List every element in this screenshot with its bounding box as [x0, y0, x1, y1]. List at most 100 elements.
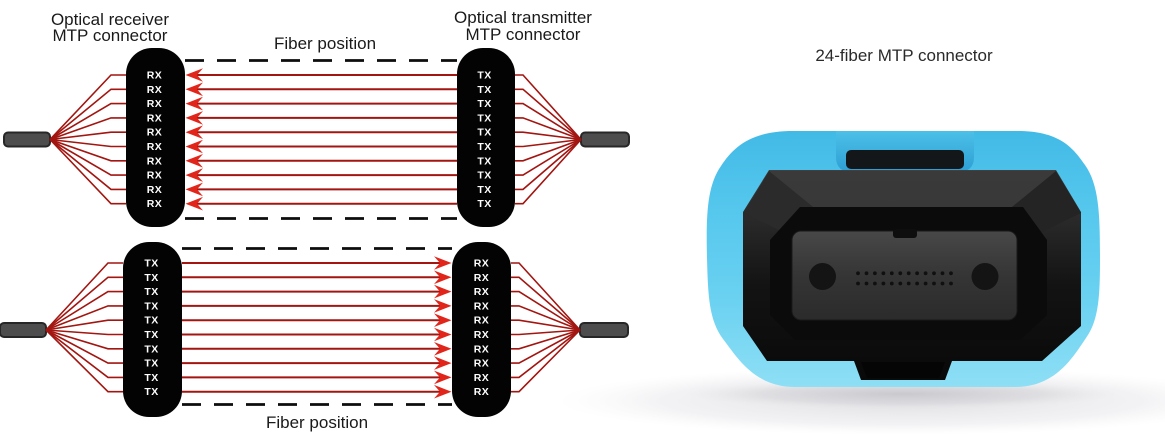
breakout-fiber [45, 305, 123, 331]
direction-arrowhead [185, 154, 203, 168]
port-label: RX [474, 286, 489, 298]
breakout-fiber [515, 74, 582, 141]
tx-connector-block [123, 242, 182, 417]
port-label: RX [147, 70, 162, 82]
receiver-connector-label-line2: MTP connector [53, 26, 168, 45]
breakout-fiber [515, 138, 582, 205]
port-label: TX [477, 84, 491, 96]
fiber-hole [864, 271, 869, 276]
port-label: TX [144, 343, 158, 355]
port-label: RX [147, 184, 162, 196]
fiber-hole [864, 281, 869, 286]
port-label: RX [147, 112, 162, 124]
direction-arrowhead [185, 111, 203, 125]
breakout-fiber [49, 131, 126, 141]
direction-arrowhead [434, 270, 452, 285]
port-label: TX [477, 112, 491, 124]
port-label: TX [477, 70, 491, 82]
fiber-hole [881, 271, 886, 276]
port-label: TX [144, 258, 158, 270]
breakout-fiber [511, 276, 581, 331]
breakout-fiber [49, 138, 126, 176]
direction-arrowhead [185, 82, 203, 97]
breakout-fiber [511, 329, 581, 393]
breakout-fiber [515, 138, 582, 148]
direction-arrowhead [185, 139, 203, 154]
rx-connector-block [452, 242, 511, 417]
breakout-fiber [45, 262, 123, 331]
breakout-fiber [45, 329, 123, 350]
direction-arrowhead [185, 182, 203, 197]
transmitter-connector-label-line1: Optical transmitter [454, 8, 592, 27]
tx-connector-block [457, 48, 515, 227]
port-label: TX [144, 329, 158, 341]
port-label: RX [474, 258, 489, 270]
breakout-fiber [49, 138, 126, 205]
fiber-hole [906, 281, 911, 286]
port-label: RX [474, 372, 489, 384]
rx-connector-block [126, 48, 185, 227]
port-label: RX [147, 198, 162, 210]
receiver-connector-label-line1: Optical receiver [51, 10, 169, 29]
ferrule-key-notch [893, 229, 917, 238]
port-label: RX [147, 155, 162, 167]
port-label: RX [474, 358, 489, 370]
port-label: RX [147, 127, 162, 139]
port-label: TX [477, 98, 491, 110]
fiber-hole [932, 281, 936, 286]
breakout-fiber [45, 319, 123, 331]
guide-pin-hole-left [809, 263, 836, 290]
fiber-hole [940, 271, 945, 276]
fiber-hole [889, 281, 894, 286]
port-label: TX [144, 286, 158, 298]
port-label: RX [147, 98, 162, 110]
breakout-fiber [45, 276, 123, 331]
fiber-hole [856, 281, 860, 286]
breakout-fiber [511, 329, 581, 364]
direction-arrowhead [434, 384, 452, 399]
port-label: TX [144, 372, 158, 384]
breakout-fiber [515, 131, 582, 141]
direction-arrowhead [434, 342, 452, 356]
cable-stub-left [3, 131, 51, 148]
port-label: TX [477, 184, 491, 196]
fiber-hole [923, 281, 928, 286]
breakout-fiber [511, 305, 581, 331]
breakout-fiber [49, 117, 126, 141]
breakout-fiber [515, 138, 582, 176]
port-label: TX [144, 386, 158, 398]
breakout-fiber [515, 117, 582, 141]
port-label: RX [474, 272, 489, 284]
port-label: RX [474, 329, 489, 341]
fiber-hole [915, 271, 919, 276]
fiber-hole [881, 281, 886, 286]
fiber-hole [906, 271, 911, 276]
breakout-fiber [515, 88, 582, 141]
breakout-fiber [515, 138, 582, 191]
port-label: TX [477, 198, 491, 210]
connector-photo: 24-fiber MTP connector [557, 46, 1165, 435]
breakout-fiber [515, 102, 582, 141]
fiber-hole [932, 271, 936, 276]
fiber-hole [898, 281, 903, 286]
port-label: RX [474, 343, 489, 355]
fiber-hole-array [856, 271, 953, 286]
direction-arrowhead [434, 299, 452, 313]
guide-pin-hole-right [971, 263, 999, 290]
direction-arrowhead [434, 356, 452, 370]
port-label: RX [147, 170, 162, 182]
breakout-fiber [511, 290, 581, 331]
cable-stub-right [580, 131, 630, 148]
breakout-fiber [45, 290, 123, 331]
transmitter-connector-label-line2: MTP connector [466, 25, 581, 44]
breakout-fiber [49, 138, 126, 162]
port-label: RX [147, 141, 162, 153]
direction-arrowhead [434, 370, 452, 385]
direction-arrowhead [434, 256, 452, 270]
port-label: TX [144, 300, 158, 312]
fiber-hole [940, 281, 945, 286]
breakout-fiber [45, 329, 123, 336]
breakout-fiber [49, 102, 126, 141]
breakout-fiber [45, 329, 123, 379]
